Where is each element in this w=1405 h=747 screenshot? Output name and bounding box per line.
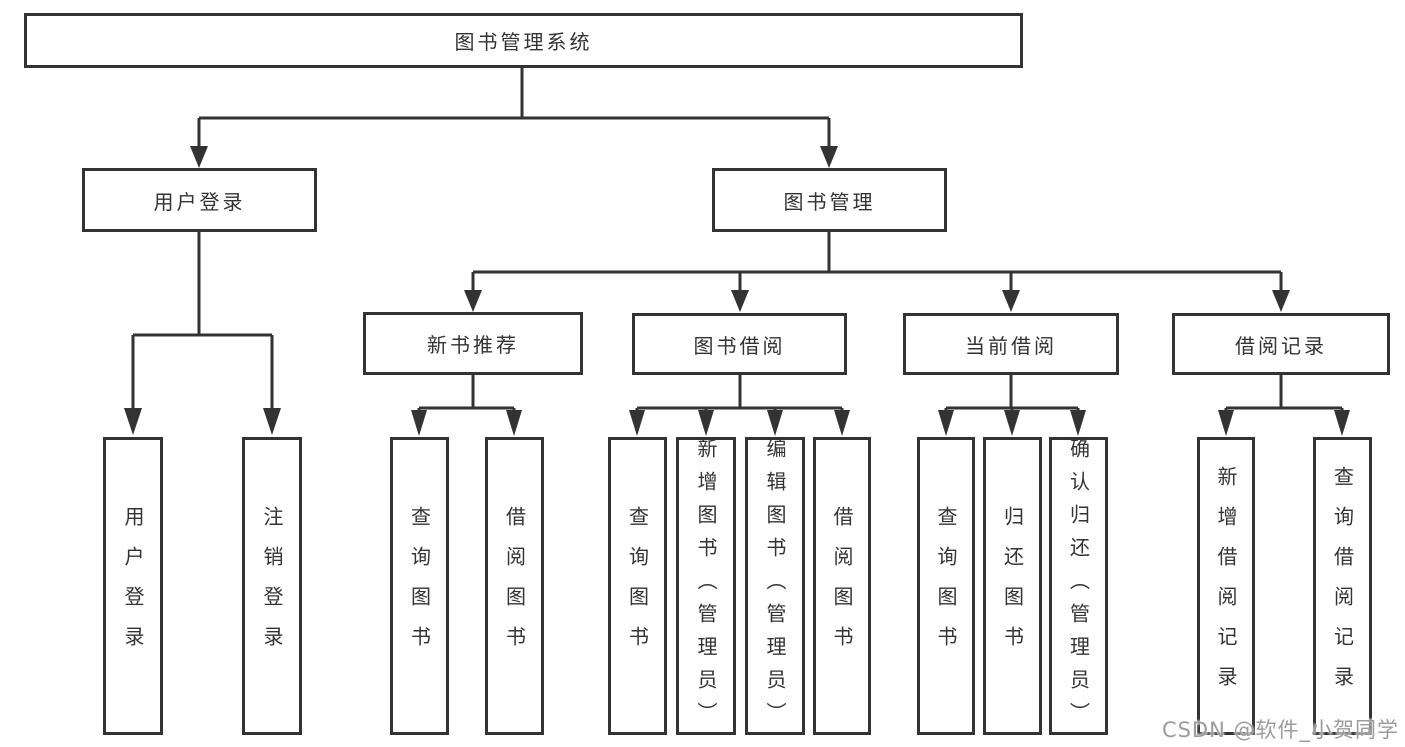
node-leaf-query-books-2: 查询图书 — [608, 437, 667, 735]
arrowhead-bb-query — [629, 410, 645, 436]
node-leaf-edit-books-admin: 编辑图书（管理员） — [745, 437, 805, 735]
node-borrowing-records: 借阅记录 — [1172, 313, 1390, 375]
node-leaf-borrow-books-2: 借阅图书 — [813, 437, 871, 735]
edge-new-book-to-children — [417, 374, 516, 412]
edge-borrow-record-to-children — [1224, 375, 1344, 412]
edge-current-borrow-to-children — [944, 375, 1080, 412]
node-book-borrowing: 图书借阅 — [632, 313, 847, 375]
node-leaf-add-borrow-record: 新增借阅记录 — [1197, 437, 1255, 735]
node-label: 查询借阅记录 — [1330, 466, 1355, 706]
node-label: 图书管理系统 — [454, 30, 593, 54]
arrowhead-br-add — [1218, 410, 1234, 436]
node-label: 新增借阅记录 — [1214, 466, 1238, 706]
node-leaf-query-borrow-record: 查询借阅记录 — [1313, 437, 1372, 735]
arrowhead-user-login-leaf — [124, 408, 142, 435]
node-label: 当前借阅 — [965, 333, 1057, 358]
node-leaf-query-books-3: 查询图书 — [917, 437, 975, 735]
node-label: 查询图书 — [934, 506, 958, 666]
arrowhead-bb-add — [698, 410, 714, 436]
node-label: 用户登录 — [121, 506, 145, 666]
arrowhead-book-management — [820, 146, 838, 168]
node-label: 图书借阅 — [693, 333, 786, 358]
arrowhead-cb-return — [1004, 410, 1020, 436]
node-label: 确认归还（管理员） — [1066, 437, 1091, 735]
arrowhead-current-borrow — [1002, 290, 1020, 312]
edge-book-borrow-to-children — [635, 375, 844, 412]
node-label: 查询图书 — [407, 506, 432, 666]
node-leaf-logout: 注销登录 — [242, 437, 302, 735]
node-label: 编辑图书（管理员） — [763, 437, 787, 735]
node-current-borrowing: 当前借阅 — [903, 313, 1119, 375]
node-leaf-add-books-admin: 新增图书（管理员） — [676, 437, 736, 735]
node-leaf-borrow-books-1: 借阅图书 — [485, 437, 544, 735]
node-label: 借阅记录 — [1235, 333, 1327, 358]
arrowhead-new-book — [464, 290, 482, 312]
node-label: 借阅图书 — [830, 506, 854, 666]
node-label: 借阅图书 — [502, 506, 527, 666]
arrowhead-book-borrow — [731, 290, 749, 312]
arrowhead-bb-borrow — [834, 410, 850, 436]
edge-user-login-to-children — [131, 232, 274, 410]
node-leaf-query-books-1: 查询图书 — [390, 437, 449, 735]
node-label: 图书管理 — [783, 189, 876, 214]
csdn-watermark: CSDN @软件_小贺同学 — [1161, 718, 1399, 742]
edge-book-management-to-children — [471, 232, 1283, 292]
node-label: 新书推荐 — [427, 333, 519, 357]
arrowhead-bb-edit — [767, 410, 783, 436]
node-book-management: 图书管理 — [712, 168, 947, 232]
arrowhead-borrow-record — [1272, 290, 1290, 312]
arrowhead-nb-borrow — [506, 410, 522, 436]
node-leaf-return-books: 归还图书 — [983, 437, 1042, 735]
arrowhead-cb-confirm — [1070, 410, 1086, 436]
arrowhead-logout-leaf — [263, 408, 281, 435]
node-user-login: 用户登录 — [82, 168, 317, 232]
arrowhead-user-login — [190, 146, 208, 168]
node-label: 用户登录 — [153, 189, 246, 214]
node-label: 新增图书（管理员） — [694, 437, 718, 735]
node-label: 注销登录 — [260, 506, 284, 666]
node-label: 归还图书 — [1000, 506, 1025, 666]
edge-root-to-children — [197, 68, 831, 148]
node-leaf-confirm-return-admin: 确认归还（管理员） — [1049, 437, 1108, 735]
arrowhead-nb-query — [411, 410, 427, 436]
arrowhead-cb-query — [938, 410, 954, 436]
node-library-management-system: 图书管理系统 — [24, 13, 1023, 68]
node-new-book-recommendation: 新书推荐 — [363, 312, 583, 375]
arrowhead-br-query — [1334, 410, 1350, 436]
node-label: 查询图书 — [625, 506, 650, 666]
node-leaf-user-login: 用户登录 — [103, 437, 163, 735]
